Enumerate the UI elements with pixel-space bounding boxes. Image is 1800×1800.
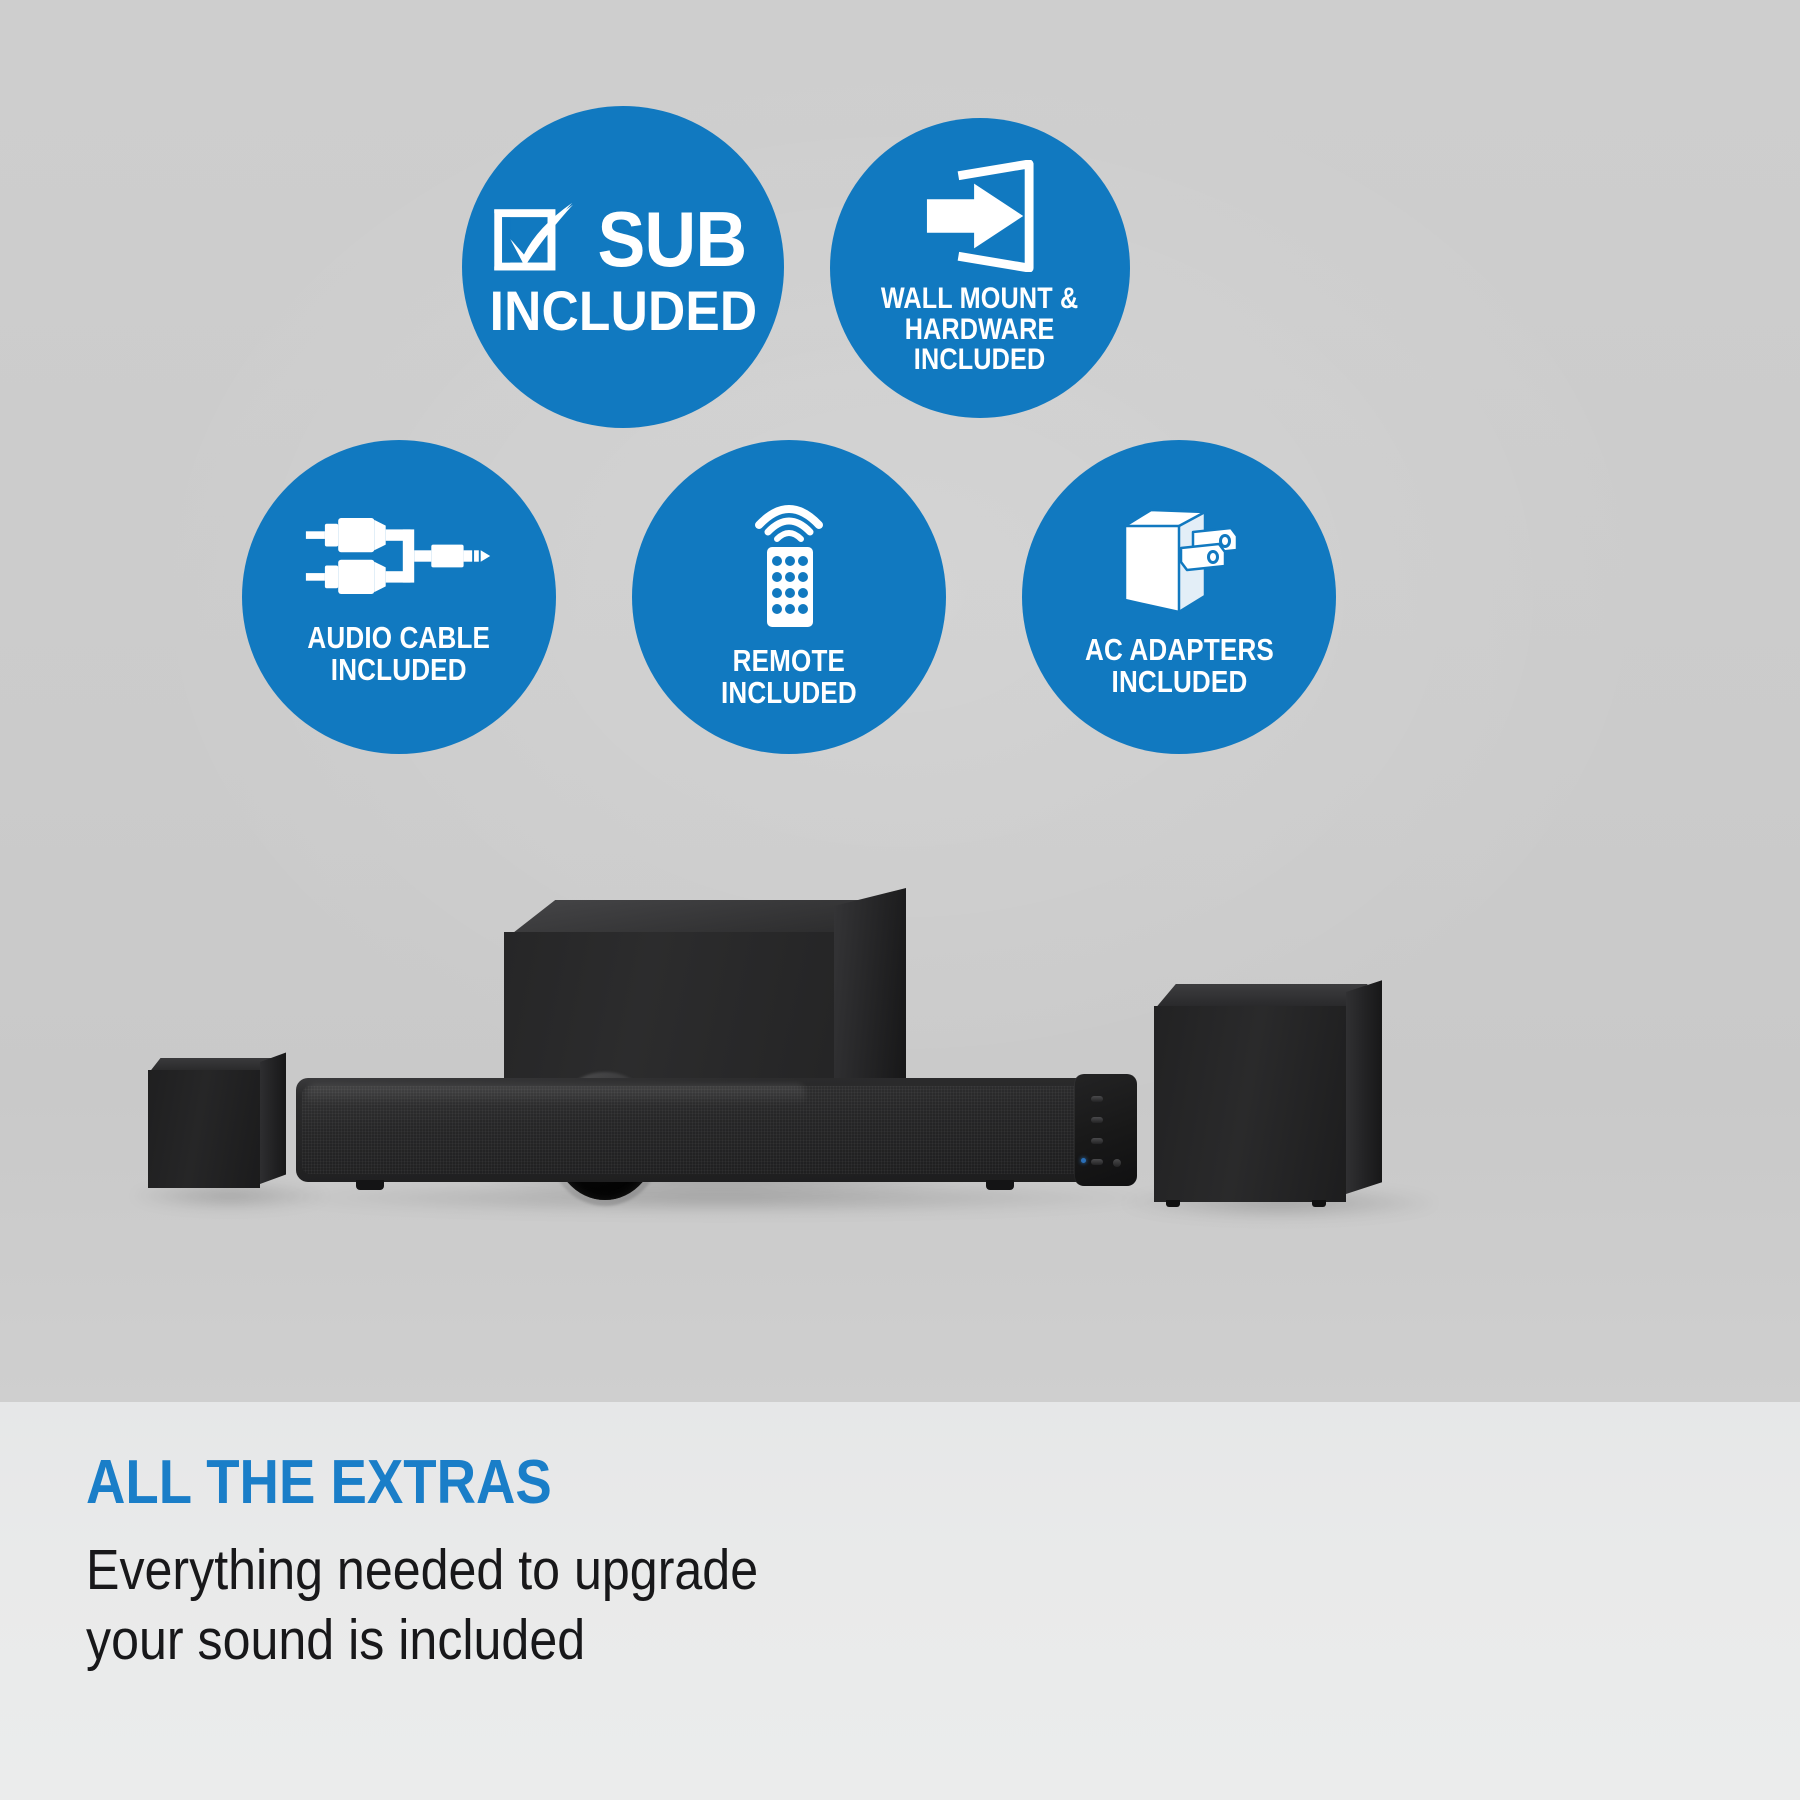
ac-power-adapter-icon: [1113, 496, 1245, 620]
satellite-speaker-right: [1146, 980, 1386, 1207]
badge-sub-included: SUB INCLUDED: [462, 106, 784, 428]
badge-sub-caption: INCLUDED: [489, 279, 757, 343]
subheadline: Everything needed to upgrade your sound …: [86, 1538, 759, 1672]
soundbar-volume-up-button: [1091, 1117, 1103, 1123]
rca-to-aux-cable-icon: [304, 508, 494, 604]
soundbar-control-panel: [1074, 1074, 1137, 1186]
soundbar-status-led: [1081, 1158, 1086, 1163]
badge-wall-mount-caption: WALL MOUNT & HARDWARE INCLUDED: [881, 281, 1079, 377]
wall-mount-arrow-icon: [921, 159, 1039, 272]
soundbar-grille: [302, 1086, 1080, 1174]
headline: ALL THE EXTRAS: [86, 1448, 552, 1517]
copy-block: ALL THE EXTRAS Everything needed to upgr…: [86, 1452, 1186, 1675]
background-lower: [0, 1402, 1800, 1800]
product-photo: [0, 888, 1800, 1420]
soundbar: [296, 1074, 1137, 1196]
checkbox-checked-icon: [493, 196, 579, 282]
badge-remote-included: REMOTE INCLUDED: [632, 440, 946, 754]
soundbar-power-button: [1091, 1159, 1103, 1165]
soundbar-aux-jack: [1113, 1159, 1121, 1167]
soundbar-volume-down-button: [1091, 1138, 1103, 1144]
badge-ac-adapters-caption: AC ADAPTERS INCLUDED: [1084, 632, 1274, 699]
badge-wall-mount-included: WALL MOUNT & HARDWARE INCLUDED: [830, 118, 1130, 418]
satellite-speaker-left: [148, 1052, 288, 1188]
badge-ac-adapters-included: AC ADAPTERS INCLUDED: [1022, 440, 1336, 754]
badge-sub-word: SUB: [597, 195, 748, 284]
remote-control-icon: [741, 485, 837, 631]
badge-audio-cable-caption: AUDIO CABLE INCLUDED: [307, 620, 491, 687]
badge-remote-caption: REMOTE INCLUDED: [721, 643, 857, 710]
soundbar-source-button: [1091, 1096, 1103, 1102]
badge-audio-cable-included: AUDIO CABLE INCLUDED: [242, 440, 556, 754]
